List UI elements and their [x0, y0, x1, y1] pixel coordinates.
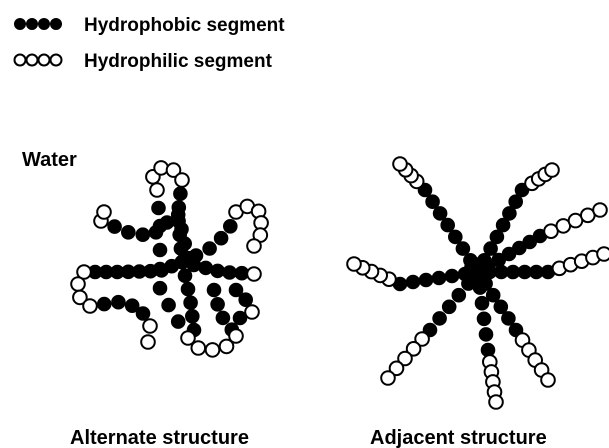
- adjacent-micelle: [347, 157, 609, 409]
- hydrophobic-bead: [172, 201, 186, 215]
- hydrophobic-bead: [406, 275, 420, 289]
- hydrophilic-bead: [541, 373, 555, 387]
- legend-hydrophobic-label: Hydrophobic segment: [84, 15, 285, 36]
- hydrophobic-bead: [462, 277, 476, 291]
- hydrophobic-bead: [452, 288, 466, 302]
- hydrophobic-bead: [153, 262, 167, 276]
- hydrophobic-bead: [494, 300, 508, 314]
- hydrophobic-bead: [203, 242, 217, 256]
- hydrophobic-bead: [479, 328, 493, 342]
- hydrophobic-bead: [477, 312, 491, 326]
- hydrophilic-bead: [192, 341, 206, 355]
- hydrophobic-bead: [211, 264, 225, 278]
- legend: Hydrophobic segment Hydrophilic segment: [15, 15, 286, 72]
- hydrophobic-bead: [27, 19, 38, 30]
- hydrophilic-bead: [141, 335, 155, 349]
- alternate-structure-caption: Alternate structure: [70, 427, 249, 448]
- hydrophilic-bead: [175, 173, 189, 187]
- hydrophobic-bead: [162, 298, 176, 312]
- hydrophilic-bead: [347, 257, 361, 271]
- hydrophilic-bead: [206, 343, 220, 357]
- hydrophobic-bead: [432, 271, 446, 285]
- hydrophobic-bead: [216, 311, 230, 325]
- hydrophobic-bead: [136, 228, 150, 242]
- adjacent-structure-caption: Adjacent structure: [370, 427, 547, 448]
- hydrophobic-bead: [122, 226, 136, 240]
- hydrophobic-bead: [186, 310, 200, 324]
- hydrophobic-bead: [136, 307, 150, 321]
- hydrophobic-bead: [433, 312, 447, 326]
- hydrophobic-bead: [214, 231, 228, 245]
- hydrophilic-bead-swatch: [15, 55, 62, 66]
- hydrophobic-bead: [15, 19, 26, 30]
- hydrophilic-bead: [489, 395, 503, 409]
- hydrophobic-bead: [426, 195, 440, 209]
- hydrophobic-bead: [51, 19, 62, 30]
- hydrophobic-bead: [441, 218, 455, 232]
- hydrophobic-bead: [171, 315, 185, 329]
- hydrophilic-bead: [381, 371, 395, 385]
- hydrophobic-bead: [419, 273, 433, 287]
- hydrophobic-bead: [112, 295, 126, 309]
- hydrophilic-bead: [39, 55, 50, 66]
- hydrophilic-bead: [597, 247, 609, 261]
- hydrophilic-bead: [27, 55, 38, 66]
- water-label: Water: [22, 149, 77, 171]
- hydrophobic-bead: [223, 266, 237, 280]
- hydrophilic-bead: [229, 329, 243, 343]
- hydrophobic-bead: [181, 282, 195, 296]
- hydrophilic-bead: [247, 267, 261, 281]
- hydrophobic-bead: [502, 312, 516, 326]
- hydrophobic-bead: [456, 242, 470, 256]
- hydrophilic-bead: [83, 299, 97, 313]
- hydrophilic-bead: [51, 55, 62, 66]
- hydrophilic-bead: [245, 305, 259, 319]
- hydrophobic-bead: [464, 253, 478, 267]
- hydrophobic-bead: [199, 261, 213, 275]
- hydrophobic-bead: [471, 265, 485, 279]
- hydrophobic-bead: [153, 243, 167, 257]
- hydrophobic-bead: [152, 201, 166, 215]
- hydrophobic-bead: [173, 228, 187, 242]
- hydrophobic-bead: [442, 300, 456, 314]
- hydrophobic-bead: [175, 255, 189, 269]
- hydrophobic-bead: [174, 242, 188, 256]
- hydrophobic-bead: [153, 219, 167, 233]
- hydrophobic-bead: [174, 187, 188, 201]
- hydrophobic-bead: [475, 296, 489, 310]
- hydrophobic-bead: [153, 281, 167, 295]
- hydrophilic-bead: [97, 205, 111, 219]
- hydrophilic-bead: [247, 239, 261, 253]
- alternate-micelle: [71, 161, 268, 357]
- hydrophobic-bead-swatch: [15, 19, 62, 30]
- hydrophobic-bead: [445, 269, 459, 283]
- hydrophilic-bead: [593, 203, 607, 217]
- hydrophilic-bead: [15, 55, 26, 66]
- hydrophilic-bead: [154, 161, 168, 175]
- hydrophilic-bead: [143, 319, 157, 333]
- hydrophobic-bead: [97, 297, 111, 311]
- hydrophobic-bead: [108, 220, 122, 234]
- hydrophilic-bead: [393, 157, 407, 171]
- hydrophilic-bead: [545, 163, 559, 177]
- hydrophobic-bead: [224, 220, 238, 234]
- hydrophobic-bead: [172, 214, 186, 228]
- hydrophobic-bead: [207, 283, 221, 297]
- hydrophobic-bead: [449, 230, 463, 244]
- hydrophilic-bead: [71, 277, 85, 291]
- hydrophobic-bead: [211, 298, 225, 312]
- legend-hydrophilic-label: Hydrophilic segment: [84, 51, 273, 72]
- hydrophobic-bead: [184, 296, 198, 310]
- hydrophilic-bead: [150, 183, 164, 197]
- hydrophobic-bead: [39, 19, 50, 30]
- hydrophobic-bead: [433, 207, 447, 221]
